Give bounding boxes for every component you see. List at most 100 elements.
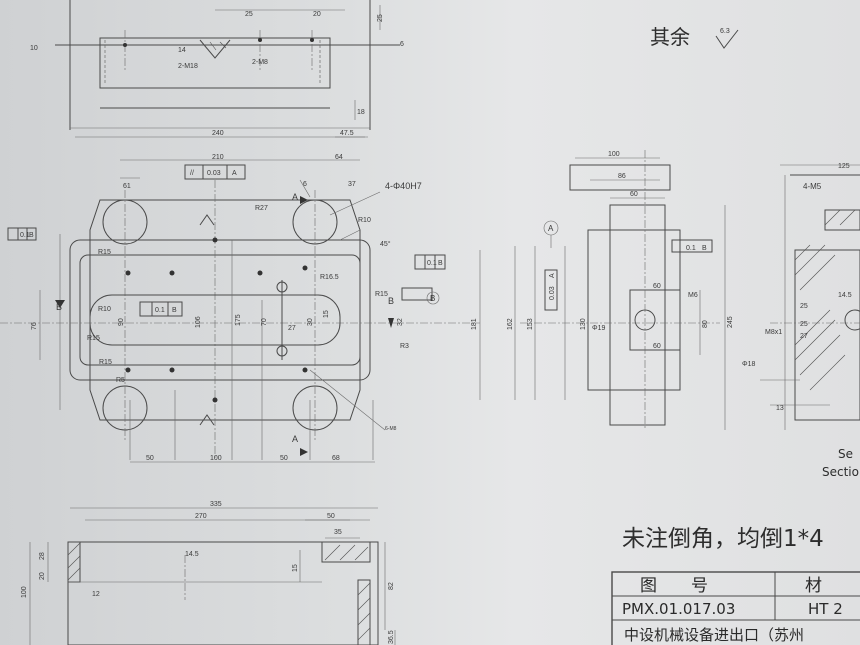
side-dim-162: 162 (507, 318, 514, 330)
plan-frame-value-3: 0.1 (427, 260, 437, 267)
bottom-dim-82: 82 (388, 582, 395, 590)
bottom-dim-20: 20 (39, 572, 46, 580)
rest-roughness-value: 6.3 (720, 28, 730, 35)
top-dim-14: 14 (178, 47, 186, 54)
plan-label-b-circle: B (430, 294, 435, 303)
side-view (514, 150, 726, 430)
bottom-dim-270: 270 (195, 513, 207, 520)
side-frame-value: 0.03 (549, 286, 556, 300)
plan-label-b-left: B (56, 302, 62, 312)
roughness-check-icon (715, 29, 739, 49)
plan-dim-r15b: R15 (375, 291, 388, 298)
section-view (760, 164, 860, 430)
plan-dim-90: 90 (118, 318, 125, 326)
side-dim-86: 86 (618, 173, 626, 180)
title-block-material-label: 材 (805, 576, 822, 596)
plan-dim-70: 70 (261, 318, 268, 326)
plan-frame-datum-2: B (172, 307, 177, 314)
top-dim-240: 240 (212, 130, 224, 137)
plan-view (0, 159, 481, 463)
side-dim-130: 130 (580, 318, 587, 330)
bottom-dim-50: 50 (327, 513, 335, 520)
side-dim-100: 100 (608, 151, 620, 158)
side-dim-19: Φ19 (592, 325, 605, 332)
side-frame-datum: A (549, 273, 556, 278)
bottom-dim-35: 35 (334, 529, 342, 536)
plan-label-b-right: B (388, 296, 394, 306)
plan-frame-value-1: 0.1 (20, 232, 30, 239)
plan-dim-r15d: R15 (99, 359, 112, 366)
section-dim-m8x1: M8x1 (765, 329, 782, 336)
bottom-dim-14-5: 14.5 (185, 551, 199, 558)
plan-tol-value: 0.03 (207, 170, 221, 177)
bottom-dim-36-5: 36.5 (388, 630, 395, 644)
plan-dim-64: 64 (335, 154, 343, 161)
plan-dim-15: 15 (323, 310, 330, 318)
plan-dim-175: 175 (235, 314, 242, 326)
title-block-drawing-no: PMX.01.017.03 (622, 600, 735, 618)
section-dim-25b: 25 (800, 321, 808, 328)
plan-tol-symbol: // (190, 170, 194, 177)
section-dim-27: 27 (800, 333, 808, 340)
side-label-a: A (548, 224, 554, 233)
side-dim-245: 245 (727, 316, 734, 328)
plan-frame-value-2: 0.1 (155, 307, 165, 314)
plan-dim-6m8: 6-M8 (385, 426, 397, 432)
plan-tol-datum: A (232, 170, 237, 177)
side-dim-153: 153 (527, 318, 534, 330)
plan-dim-4-40h7: 4-Φ40H7 (385, 181, 422, 191)
top-dim-25b: 25 (377, 14, 384, 22)
plan-dim-r3: R3 (400, 343, 409, 350)
side-dim-80: 80 (702, 320, 709, 328)
bottom-dim-335: 335 (210, 501, 222, 508)
top-dim-47-5: 47.5 (340, 130, 354, 137)
side-dim-m6: M6 (688, 292, 698, 299)
top-dim-20: 20 (313, 11, 321, 18)
top-dim-6: 6 (400, 41, 404, 48)
plan-dim-r5: R5 (116, 377, 125, 384)
section-caption-1: Se (838, 447, 853, 461)
section-dim-18: Φ18 (742, 361, 755, 368)
bottom-dim-15: 15 (292, 564, 299, 572)
bottom-dim-100: 100 (21, 586, 28, 598)
plan-dim-r15c: R15 (87, 335, 100, 342)
plan-frame-datum-1: B (29, 232, 34, 239)
side-dim-60c: 60 (653, 343, 661, 350)
plan-dim-45: 45° (380, 240, 391, 248)
plan-dim-181: 181 (471, 318, 478, 330)
side-dim-60b: 60 (653, 283, 661, 290)
plan-dim-76: 76 (31, 322, 38, 330)
top-view (55, 0, 400, 138)
plan-dim-106: 106 (195, 316, 202, 328)
title-block-material: HT 2 (808, 600, 843, 618)
plan-dim-61: 61 (123, 183, 131, 190)
plan-dim-50b: 50 (280, 455, 288, 462)
plan-label-a-bottom: A (292, 434, 298, 444)
rest-roughness-note: 其余 (650, 25, 690, 49)
plan-dim-r10: R10 (358, 217, 371, 224)
bottom-dim-28: 28 (39, 552, 46, 560)
plan-frame-datum-3: B (438, 260, 443, 267)
plan-label-a-top: A (292, 192, 298, 202)
side-dim-60a: 60 (630, 191, 638, 198)
plan-dim-37: 37 (348, 181, 356, 188)
plan-dim-32: 32 (397, 318, 404, 326)
plan-dim-r15a: R15 (98, 249, 111, 256)
bottom-dim-12: 12 (92, 591, 100, 598)
section-dim-14-5: 14.5 (838, 292, 852, 299)
plan-dim-r27: R27 (255, 205, 268, 212)
plan-dim-210: 210 (212, 154, 224, 161)
top-dim-10: 10 (30, 45, 38, 52)
title-block (611, 571, 860, 645)
section-dim-25a: 25 (800, 303, 808, 310)
title-block-drawing-no-label: 图 号 (640, 576, 708, 596)
bottom-view (29, 507, 396, 645)
top-dim-25: 25 (245, 11, 253, 18)
section-caption-2: Sectio (822, 465, 859, 479)
plan-dim-6: 6 (303, 181, 307, 188)
plan-dim-50a: 50 (146, 455, 154, 462)
title-block-company: 中设机械设备进出口（苏州 (624, 626, 804, 644)
section-dim-4m5: 4-M5 (803, 182, 822, 191)
top-dim-18: 18 (357, 109, 365, 116)
